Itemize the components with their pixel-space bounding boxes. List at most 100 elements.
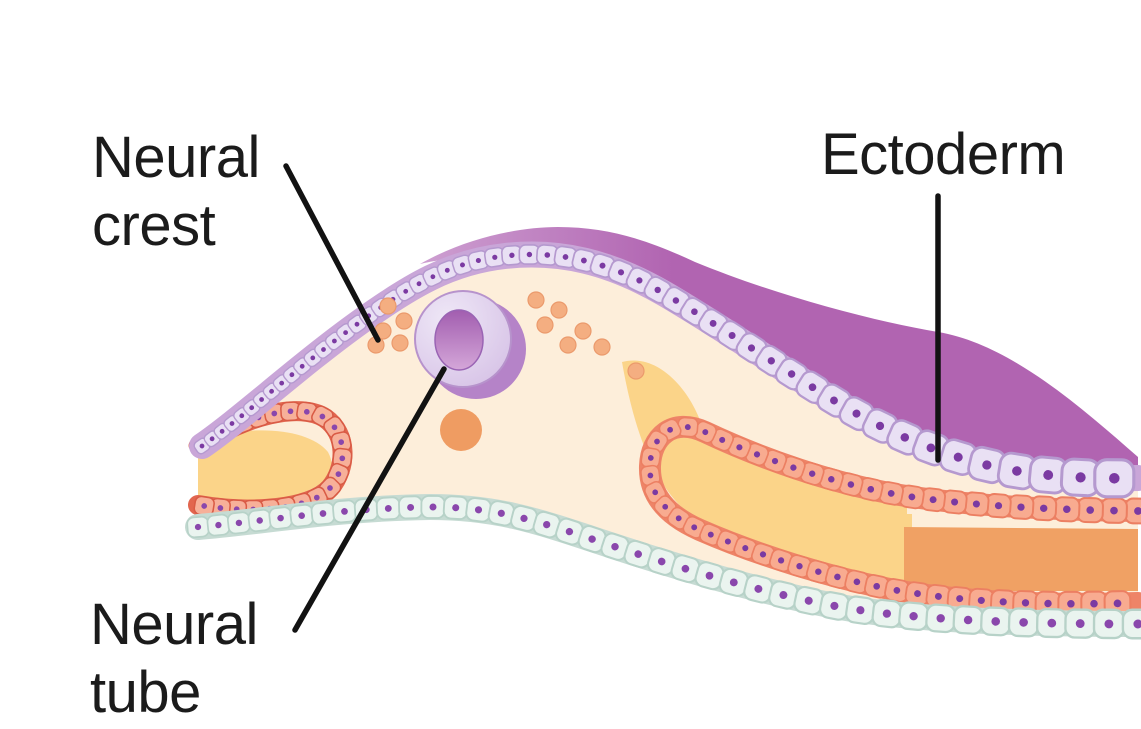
- neural-crest-cell-dot: [391, 334, 409, 352]
- cell: [518, 244, 541, 265]
- cell-nucleus: [201, 503, 208, 509]
- cell: [733, 536, 758, 560]
- neural-crest-cell-dot: [559, 336, 577, 354]
- neural-crest-cell-dot: [627, 362, 645, 380]
- cell-nucleus: [681, 564, 690, 573]
- cell-nucleus: [691, 524, 698, 531]
- cell: [193, 495, 215, 517]
- neural-tube-label: Neural tube: [90, 592, 258, 725]
- cell-nucleus: [269, 388, 275, 394]
- cell-nucleus: [271, 410, 278, 417]
- cell: [1035, 607, 1068, 639]
- cell-nucleus: [893, 587, 901, 594]
- cell-nucleus: [914, 590, 921, 598]
- cell-nucleus: [934, 592, 942, 600]
- cell-nucleus: [1044, 599, 1052, 608]
- cell: [718, 567, 749, 598]
- cell: [247, 508, 272, 533]
- cell: [793, 585, 825, 616]
- cell-nucleus: [335, 471, 342, 477]
- cell-nucleus: [497, 509, 505, 517]
- cell: [186, 515, 210, 539]
- cell-nucleus: [875, 421, 885, 431]
- cell-nucleus: [972, 500, 980, 508]
- cell: [699, 523, 723, 547]
- cell-nucleus: [492, 254, 498, 260]
- cell-nucleus: [982, 460, 992, 470]
- cell: [332, 499, 357, 524]
- cell-nucleus: [299, 363, 305, 369]
- cell: [268, 506, 293, 530]
- cell-nucleus: [341, 508, 348, 515]
- cell-nucleus: [194, 523, 202, 531]
- cell-nucleus: [926, 443, 936, 453]
- cell-nucleus: [853, 578, 861, 586]
- somite-right: [639, 415, 1141, 617]
- cell: [878, 481, 904, 506]
- cell-nucleus: [675, 515, 682, 522]
- cell-nucleus: [754, 584, 763, 593]
- cell-nucleus: [815, 568, 822, 575]
- cell: [645, 430, 669, 453]
- cell-nucleus: [856, 606, 865, 615]
- cell-nucleus: [416, 281, 422, 287]
- cell-nucleus: [834, 573, 841, 581]
- cell-nucleus: [909, 612, 918, 621]
- cell: [677, 416, 699, 438]
- neural-tube-leader-line: [292, 366, 447, 633]
- cell-nucleus: [289, 372, 295, 378]
- cell-nucleus: [1067, 600, 1075, 608]
- cell-nucleus: [219, 428, 225, 434]
- cell: [532, 510, 561, 539]
- cell-nucleus: [779, 591, 788, 599]
- cell-nucleus: [804, 596, 813, 605]
- cell-nucleus: [1019, 618, 1028, 627]
- neural-crest-cell-dot: [527, 291, 545, 309]
- neural-canal: [434, 309, 484, 371]
- cell: [871, 598, 903, 629]
- cell-nucleus: [672, 297, 680, 304]
- cell-nucleus: [1134, 507, 1141, 515]
- cell-nucleus: [951, 498, 959, 506]
- cell-nucleus: [1133, 619, 1141, 629]
- cell: [555, 517, 584, 546]
- cell: [967, 445, 1007, 485]
- cell-nucleus: [691, 308, 698, 316]
- cell-nucleus: [1086, 506, 1094, 514]
- yolk-region-left: [198, 430, 332, 512]
- cell-nucleus: [209, 436, 215, 442]
- cell-nucleus: [702, 429, 709, 436]
- cell-nucleus: [654, 438, 660, 445]
- cell-nucleus: [753, 451, 761, 458]
- cell-nucleus: [908, 493, 916, 501]
- cell-nucleus: [867, 485, 875, 493]
- cell: [1092, 608, 1125, 640]
- cell-nucleus: [724, 538, 731, 545]
- cell-nucleus: [882, 609, 892, 618]
- cell: [682, 515, 706, 539]
- neural-tube: [414, 290, 526, 399]
- cell-nucleus: [994, 502, 1003, 510]
- neural-crest-cell-dot: [379, 297, 397, 315]
- cell-nucleus: [991, 617, 1000, 626]
- cell-nucleus: [736, 444, 743, 451]
- cell: [1093, 458, 1136, 499]
- neural-crest-label: Neural crest: [92, 125, 260, 258]
- cell-nucleus: [509, 252, 515, 258]
- cell-nucleus: [321, 347, 326, 352]
- cell-nucleus: [705, 571, 714, 580]
- cell-nucleus: [963, 615, 973, 625]
- cell-nucleus: [634, 550, 642, 558]
- cell: [985, 493, 1012, 519]
- cell: [1027, 455, 1069, 495]
- cell-nucleus: [809, 470, 816, 477]
- cell-nucleus: [1047, 618, 1057, 628]
- cell-nucleus: [828, 476, 835, 483]
- cell: [799, 461, 825, 486]
- cell: [925, 603, 957, 634]
- cell-nucleus: [1017, 503, 1025, 511]
- cell-nucleus: [999, 598, 1007, 606]
- cell: [845, 595, 876, 625]
- cell-nucleus: [747, 344, 756, 352]
- neural-crest-cell-dot: [395, 312, 413, 330]
